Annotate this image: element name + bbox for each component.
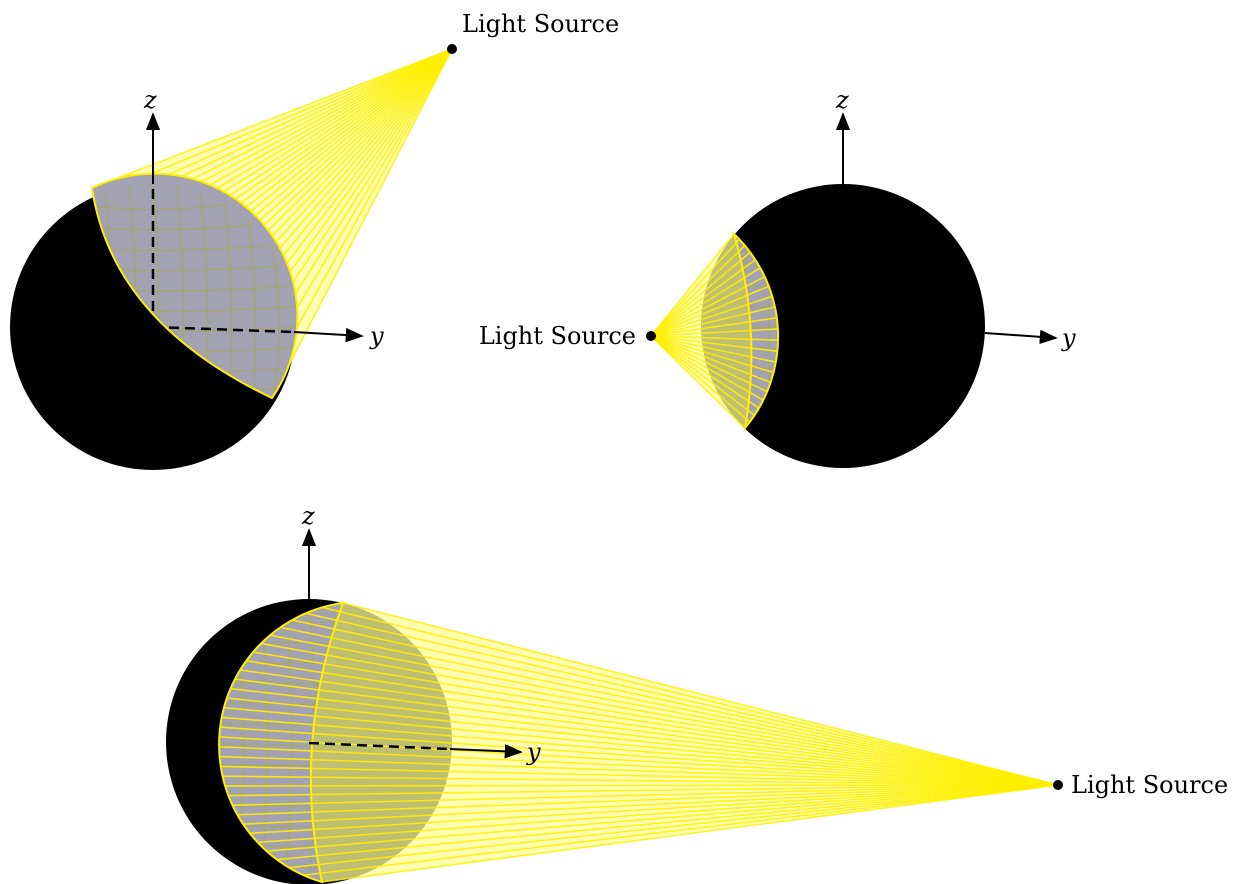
- light-ray: [310, 784, 1059, 787]
- light-ray: [322, 671, 1059, 786]
- light-ray: [650, 335, 746, 429]
- light-ray: [315, 784, 1059, 848]
- light-ray: [650, 335, 752, 367]
- axis-y-label: y: [526, 738, 541, 766]
- light-ray: [316, 706, 1059, 786]
- light-ray: [650, 335, 749, 411]
- panel-bottom: z y Light Source: [166, 502, 1228, 884]
- light-ray: [650, 233, 735, 337]
- light-ray: [312, 784, 1059, 822]
- light-ray: [312, 741, 1059, 786]
- light-ray: [650, 335, 751, 394]
- light-cone: [650, 233, 752, 429]
- light-ray: [311, 784, 1059, 805]
- light-ray: [650, 259, 742, 337]
- light-ray: [650, 294, 748, 337]
- axis-z-label: z: [835, 86, 849, 114]
- light-ray: [318, 689, 1059, 786]
- light-ray: [318, 784, 1059, 866]
- light-ray: [650, 335, 747, 420]
- light-ray: [313, 784, 1059, 831]
- light-ray: [324, 663, 1059, 786]
- light-source-label: Light Source: [479, 322, 636, 350]
- light-ray: [311, 750, 1059, 786]
- panel-top-left: z y Light Source: [10, 10, 619, 470]
- light-rays: [310, 602, 1059, 883]
- light-ray: [650, 303, 749, 337]
- y-axis: [984, 329, 1058, 345]
- axis-y-label: y: [1061, 324, 1076, 352]
- light-ray: [650, 329, 751, 337]
- light-ray: [317, 784, 1059, 857]
- axis-z-label: z: [301, 502, 315, 530]
- light-source-point: [447, 44, 457, 54]
- light-ray: [650, 312, 750, 337]
- light-ray: [650, 335, 752, 349]
- light-ray: [313, 724, 1059, 786]
- light-ray: [650, 242, 738, 337]
- cone-fill: [310, 603, 1058, 882]
- light-ray: [271, 48, 453, 399]
- light-ray: [331, 636, 1059, 786]
- light-ray: [310, 776, 1059, 786]
- light-ray: [650, 335, 752, 358]
- y-axis: [152, 325, 364, 343]
- lit-cap: [218, 601, 345, 884]
- light-source-label: Light Source: [1071, 771, 1228, 799]
- light-ray: [336, 619, 1059, 786]
- light-ray: [333, 628, 1059, 786]
- y-axis: [308, 741, 523, 759]
- light-ray: [320, 784, 1059, 875]
- light-ray: [321, 784, 1059, 883]
- light-source-point: [1053, 780, 1063, 790]
- light-ray: [310, 767, 1059, 786]
- light-source-label: Light Source: [462, 10, 619, 38]
- light-ray: [650, 335, 751, 385]
- light-ray: [342, 602, 1059, 786]
- panel-top-right: z y Light Source: [479, 86, 1076, 468]
- sphere: [701, 184, 985, 468]
- light-ray: [320, 680, 1059, 786]
- light-ray: [650, 268, 744, 337]
- axis-y-label: y: [369, 322, 384, 350]
- light-ray: [312, 732, 1059, 786]
- light-source-point: [646, 331, 656, 341]
- light-ray: [650, 335, 752, 376]
- light-ray: [311, 758, 1059, 786]
- light-ray: [650, 277, 745, 337]
- light-ray: [312, 784, 1059, 813]
- light-ray: [326, 654, 1059, 786]
- light-ray: [328, 645, 1059, 786]
- light-ray: [311, 784, 1059, 796]
- axis-z-label: z: [143, 86, 157, 114]
- light-ray: [650, 285, 747, 337]
- light-ray: [650, 250, 740, 337]
- light-ray: [314, 784, 1059, 840]
- light-ray: [339, 610, 1059, 786]
- light-ray: [650, 320, 751, 337]
- light-ray: [650, 335, 750, 402]
- light-cone: [310, 602, 1059, 883]
- light-ray: [650, 335, 752, 341]
- light-ray: [317, 697, 1059, 786]
- light-ray: [314, 715, 1059, 786]
- light-rays: [650, 233, 752, 429]
